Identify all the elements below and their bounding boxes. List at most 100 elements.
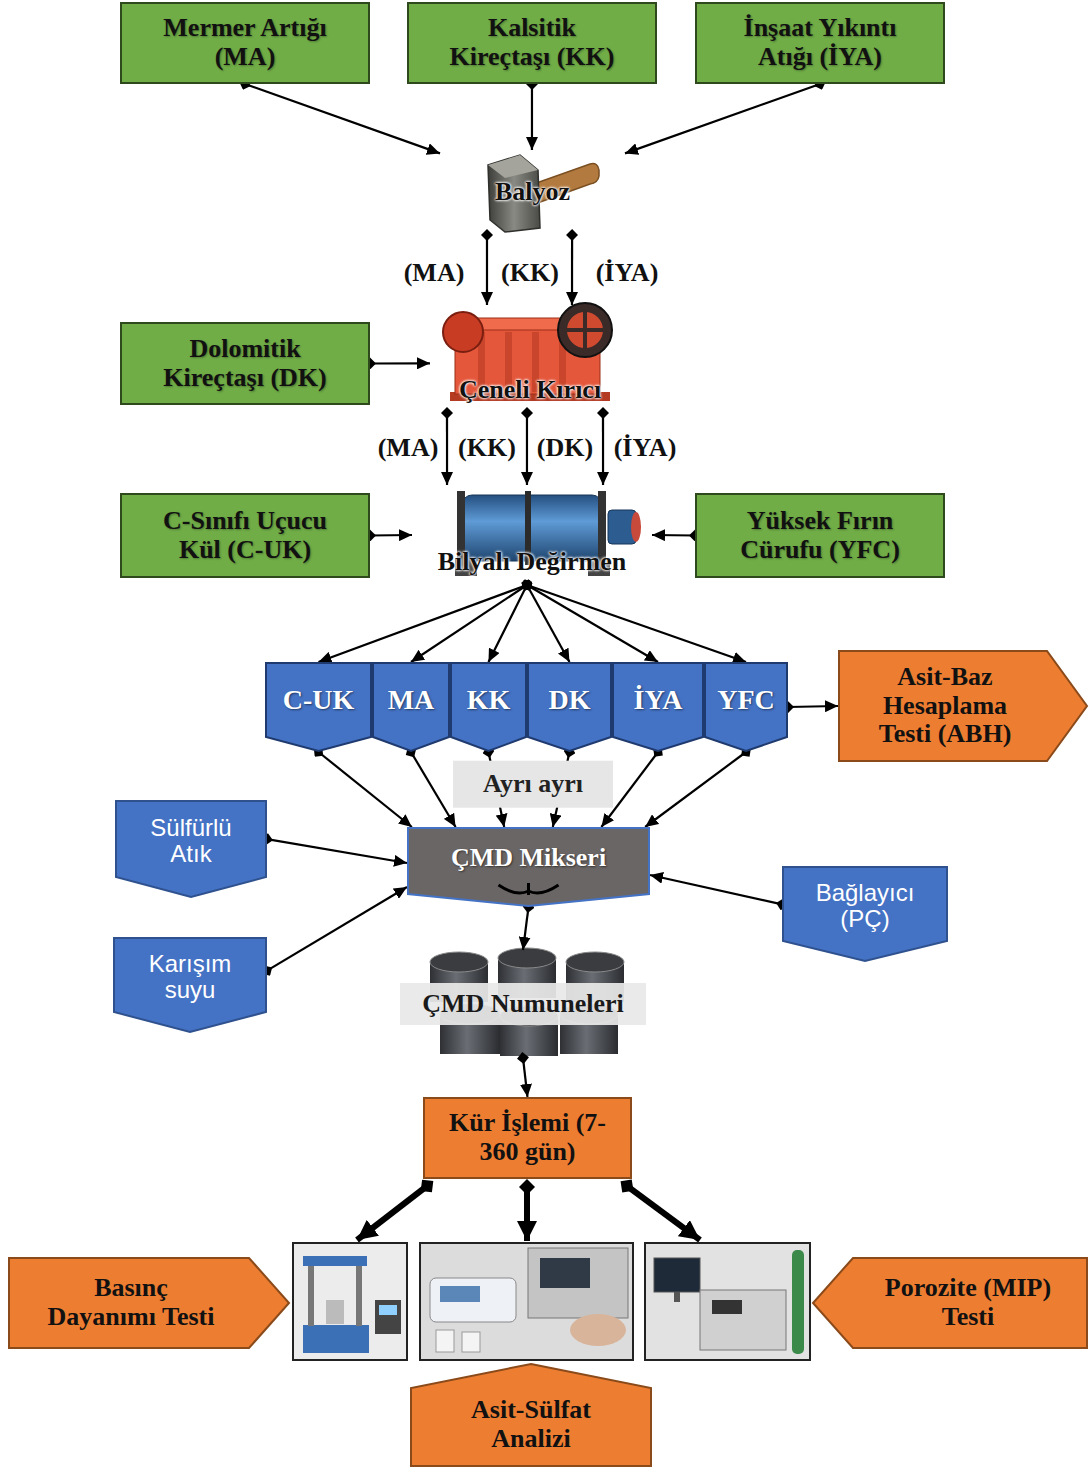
photo-frame	[645, 1243, 810, 1360]
material-tag: (DK)	[537, 434, 593, 463]
mixer-box: ÇMD Mikseri	[407, 827, 650, 907]
connector-arrow	[523, 907, 529, 950]
node-outline	[839, 651, 1087, 761]
powder-box: C-UK	[265, 662, 372, 752]
test-box: Asit-Sülfat Analizi	[410, 1363, 652, 1467]
gas-cylinder	[792, 1250, 804, 1354]
analyzer	[528, 1248, 628, 1318]
node-outline	[114, 938, 266, 1032]
porosimeter-body	[700, 1290, 786, 1350]
material-tag: (İYA)	[614, 434, 677, 463]
powder-box: İYA	[612, 662, 704, 752]
material-tag: (MA)	[378, 434, 439, 463]
material-box: İnşaat Yıkıntı Atığı (İYA)	[695, 2, 945, 84]
node-label: Yüksek Fırın Cürufu (YFC)	[728, 507, 913, 564]
node-outline	[408, 3, 656, 83]
compression-press-photo	[293, 1243, 407, 1360]
material-tag: (MA)	[404, 259, 465, 288]
node-label: Basınç Dayanımı Testi	[41, 1274, 221, 1331]
crusher-flywheel-hub	[567, 312, 603, 348]
node-label: Balyoz	[495, 178, 570, 207]
press-controller	[375, 1300, 401, 1334]
node-outline	[116, 801, 266, 897]
test-box: Kür İşlemi (7-360 gün)	[423, 1097, 632, 1179]
crusher-flywheel	[558, 303, 612, 357]
node-label: Sülfürlü Atık	[136, 815, 246, 868]
porosimeter-photo	[645, 1243, 810, 1360]
crusher-spokes	[567, 312, 603, 348]
node-label: Çeneli Kırıcı	[459, 376, 601, 405]
connector-arrow	[645, 752, 746, 827]
equipment-node: Balyoz	[440, 150, 625, 235]
node-outline	[411, 1364, 651, 1466]
press-column	[356, 1262, 362, 1326]
input-pentagon: Sülfürlü Atık	[115, 800, 267, 898]
node-outline	[705, 663, 787, 751]
jar-lid	[498, 948, 556, 968]
node-label: Asit-Baz Hesaplama Testi (ABH)	[865, 663, 1025, 749]
connector-arrow	[571, 235, 573, 305]
node-label: Kür İşlemi (7-360 gün)	[443, 1109, 613, 1166]
node-label: MA	[388, 685, 435, 716]
analyzer-screen	[540, 1258, 590, 1288]
crusher-wheel	[443, 312, 483, 352]
node-outline	[696, 3, 944, 83]
mixer-blades	[499, 883, 559, 895]
connector-arrow	[531, 84, 533, 150]
beaker	[436, 1330, 454, 1352]
connector-arrow	[319, 752, 412, 827]
node-label: Kalsitik Kireçtaşı (KK)	[440, 14, 625, 71]
powder-box: DK	[527, 662, 612, 752]
connector-arrow	[489, 585, 527, 662]
connector-arrow	[650, 875, 782, 904]
input-pentagon: Bağlayıcı (PÇ)	[782, 866, 948, 962]
node-label: C-UK	[283, 685, 355, 716]
node-label: İnşaat Yıkıntı Atığı (İYA)	[728, 14, 913, 71]
connector-arrow	[625, 84, 820, 153]
powder-box: MA	[372, 662, 450, 752]
powder-box: YFC	[704, 662, 788, 752]
monitor-stand	[674, 1292, 680, 1302]
node-outline	[121, 3, 369, 83]
node-label: Bilyalı Değirmen	[438, 548, 626, 577]
node-outline	[9, 1258, 289, 1348]
test-arrows	[357, 1186, 700, 1241]
node-label: Asit-Sülfat Analizi	[446, 1396, 616, 1453]
node-label: Mermer Artığı (MA)	[153, 14, 338, 71]
node-label: İYA	[634, 685, 683, 716]
node-outline	[813, 1258, 1087, 1348]
photo-frame	[293, 1243, 407, 1360]
node-outline	[408, 828, 649, 906]
connector-arrow	[267, 839, 407, 863]
sledgehammer-illustration	[488, 155, 599, 232]
ph-meter	[430, 1278, 516, 1322]
node-outline	[266, 663, 371, 751]
photo-frame	[420, 1243, 633, 1360]
connector-arrow	[267, 887, 407, 971]
material-box: C-Sınıfı Uçucu Kül (C-UK)	[120, 493, 370, 578]
node-label: ÇMD Mikseri	[451, 844, 606, 873]
node-label: Bağlayıcı (PÇ)	[810, 880, 920, 933]
thick-arrow	[524, 1187, 530, 1241]
material-box: Kalsitik Kireçtaşı (KK)	[407, 2, 657, 84]
press-column	[308, 1262, 314, 1326]
connector-arrow	[788, 706, 838, 707]
node-outline	[424, 1098, 631, 1178]
connector-arrow	[527, 585, 746, 662]
connector-arrow	[652, 534, 695, 537]
node-outline	[783, 867, 947, 961]
node-label: YFC	[717, 685, 775, 716]
node-outline	[121, 494, 369, 577]
node-outline	[528, 663, 611, 751]
thick-arrow	[627, 1186, 700, 1240]
jar-lid	[430, 952, 488, 972]
node-label: Karışım suyu	[135, 951, 245, 1004]
material-box: Dolomitik Kireçtaşı (DK)	[120, 322, 370, 405]
connector-arrow	[370, 362, 430, 364]
connector-arrow	[486, 235, 488, 305]
beaker	[462, 1332, 480, 1352]
connector-arrow	[446, 413, 448, 485]
press-crossbar	[303, 1256, 367, 1266]
connector-arrow	[245, 84, 440, 153]
